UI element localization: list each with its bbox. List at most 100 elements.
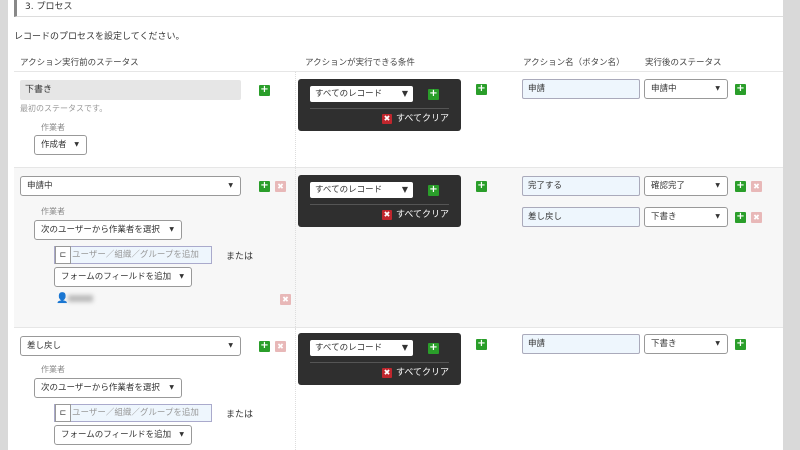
or-label: または <box>226 252 254 262</box>
plus-icon[interactable]: + <box>259 180 270 192</box>
status-value: 差し戻し <box>27 341 62 351</box>
assignee-select[interactable]: 次のユーザーから作業者を選択 ▼ <box>34 220 182 240</box>
chevron-down-icon: ▼ <box>169 226 174 233</box>
chevron-down-icon: ▼ <box>228 182 233 189</box>
plus-icon[interactable]: + <box>259 84 270 96</box>
chevron-down-icon: ▼ <box>179 431 184 438</box>
user-picker-placeholder: ユーザー／組織／グループを追加 <box>72 408 199 418</box>
next-status-select[interactable]: 申請中 ▼ <box>644 79 728 99</box>
assignee-value: 作成者 <box>41 140 67 150</box>
chevron-down-icon: ▼ <box>401 185 408 194</box>
user-picker-placeholder: ユーザー／組織／グループを追加 <box>72 250 199 260</box>
assignee-select[interactable]: 作成者 ▼ <box>34 135 87 155</box>
assignee-select[interactable]: 次のユーザーから作業者を選択 ▼ <box>34 378 182 398</box>
user-picker-input[interactable]: ⊏ユーザー／組織／グループを追加 <box>54 246 212 264</box>
chevron-down-icon: ▼ <box>715 213 720 220</box>
add-field-value: フォームのフィールドを追加 <box>61 272 172 282</box>
plus-icon[interactable]: + <box>259 340 270 352</box>
user-picker-input[interactable]: ⊏ユーザー／組織／グループを追加 <box>54 404 212 422</box>
assignee-value: 次のユーザーから作業者を選択 <box>41 225 160 235</box>
process-settings: 3. プロセス レコードのプロセスを設定してください。 アクション実行前のステー… <box>8 0 783 450</box>
clear-all-label: すべてクリア <box>395 368 449 378</box>
condition-box: すべてのレコード ▼ + ✖すべてクリア <box>298 79 461 131</box>
plus-icon[interactable]: + <box>428 184 439 196</box>
x-icon: ✖ <box>381 210 392 220</box>
chevron-down-icon: ▼ <box>74 141 79 148</box>
condition-select[interactable]: すべてのレコード ▼ <box>310 340 413 356</box>
clear-all-button[interactable]: ✖すべてクリア <box>381 209 449 221</box>
header-condition: アクションが実行できる条件 <box>305 58 415 68</box>
header-before-status: アクション実行前のステータス <box>20 58 139 68</box>
condition-box: すべてのレコード ▼ + ✖すべてクリア <box>298 175 461 227</box>
add-field-select[interactable]: フォームのフィールドを追加 ▼ <box>54 425 192 445</box>
plus-icon[interactable]: + <box>428 88 439 100</box>
x-icon[interactable]: ✖ <box>275 181 286 192</box>
assignee-label: 作業者 <box>41 365 65 374</box>
condition-select[interactable]: すべてのレコード ▼ <box>310 182 413 198</box>
section-title: 3. プロセス <box>14 0 783 17</box>
section-description: レコードのプロセスを設定してください。 <box>14 32 185 42</box>
user-icon: 👤 <box>56 293 69 304</box>
plus-icon[interactable]: + <box>735 211 746 223</box>
x-icon[interactable]: ✖ <box>280 294 291 305</box>
x-icon[interactable]: ✖ <box>275 341 286 352</box>
chevron-down-icon: ▼ <box>715 182 720 189</box>
condition-value: すべてのレコード <box>315 89 383 99</box>
assignee-user-blurred <box>68 295 93 302</box>
next-status-select[interactable]: 下書き ▼ <box>644 207 728 227</box>
org-tree-icon[interactable]: ⊏ <box>55 246 71 264</box>
x-icon: ✖ <box>381 114 392 124</box>
org-tree-icon[interactable]: ⊏ <box>55 404 71 422</box>
plus-icon[interactable]: + <box>476 180 487 192</box>
process-row: 下書き + 最初のステータスです。 作業者 作成者 ▼ <box>14 71 783 167</box>
next-status-select[interactable]: 下書き ▼ <box>644 334 728 354</box>
next-status-value: 申請中 <box>651 84 677 94</box>
plus-icon[interactable]: + <box>476 83 487 95</box>
assignee-value: 次のユーザーから作業者を選択 <box>41 383 160 393</box>
chevron-down-icon: ▼ <box>715 340 720 347</box>
condition-box: すべてのレコード ▼ + ✖すべてクリア <box>298 333 461 385</box>
action-name-input[interactable]: 申請 <box>522 334 640 354</box>
plus-icon[interactable]: + <box>735 180 746 192</box>
clear-all-label: すべてクリア <box>395 114 449 124</box>
chevron-down-icon: ▼ <box>169 384 174 391</box>
condition-select[interactable]: すべてのレコード ▼ <box>310 86 413 102</box>
plus-icon[interactable]: + <box>428 342 439 354</box>
x-icon[interactable]: ✖ <box>751 181 762 192</box>
plus-icon[interactable]: + <box>735 83 746 95</box>
first-status-note: 最初のステータスです。 <box>20 104 108 113</box>
next-status-value: 下書き <box>651 212 677 222</box>
condition-value: すべてのレコード <box>315 343 383 353</box>
condition-value: すべてのレコード <box>315 185 383 195</box>
header-action-name: アクション名（ボタン名） <box>523 58 625 68</box>
or-label: または <box>226 410 254 420</box>
action-name-input[interactable]: 申請 <box>522 79 640 99</box>
next-status-value: 確認完了 <box>651 181 686 191</box>
add-field-select[interactable]: フォームのフィールドを追加 ▼ <box>54 267 192 287</box>
next-status-value: 下書き <box>651 339 677 349</box>
x-icon: ✖ <box>381 368 392 378</box>
chevron-down-icon: ▼ <box>401 89 408 98</box>
chevron-down-icon: ▼ <box>179 273 184 280</box>
clear-all-button[interactable]: ✖すべてクリア <box>381 367 449 379</box>
status-select[interactable]: 申請中 ▼ <box>20 176 241 196</box>
status-value: 申請中 <box>27 181 53 191</box>
process-row: 差し戻し ▼ + ✖ 作業者 次のユーザーから作業者を選択 ▼ ⊏ユーザー／組織／グ… <box>14 327 783 450</box>
plus-icon[interactable]: + <box>735 338 746 350</box>
chevron-down-icon: ▼ <box>715 85 720 92</box>
x-icon[interactable]: ✖ <box>751 212 762 223</box>
action-name-input[interactable]: 差し戻し <box>522 207 640 227</box>
status-select[interactable]: 差し戻し ▼ <box>20 336 241 356</box>
add-field-value: フォームのフィールドを追加 <box>61 430 172 440</box>
clear-all-label: すべてクリア <box>395 210 449 220</box>
chevron-down-icon: ▼ <box>401 343 408 352</box>
next-status-select[interactable]: 確認完了 ▼ <box>644 176 728 196</box>
assignee-label: 作業者 <box>41 123 65 132</box>
header-after-status: 実行後のステータス <box>645 58 722 68</box>
action-name-input[interactable]: 完了する <box>522 176 640 196</box>
status-fixed: 下書き <box>20 80 241 100</box>
clear-all-button[interactable]: ✖すべてクリア <box>381 113 449 125</box>
chevron-down-icon: ▼ <box>228 342 233 349</box>
assignee-label: 作業者 <box>41 207 65 216</box>
plus-icon[interactable]: + <box>476 338 487 350</box>
